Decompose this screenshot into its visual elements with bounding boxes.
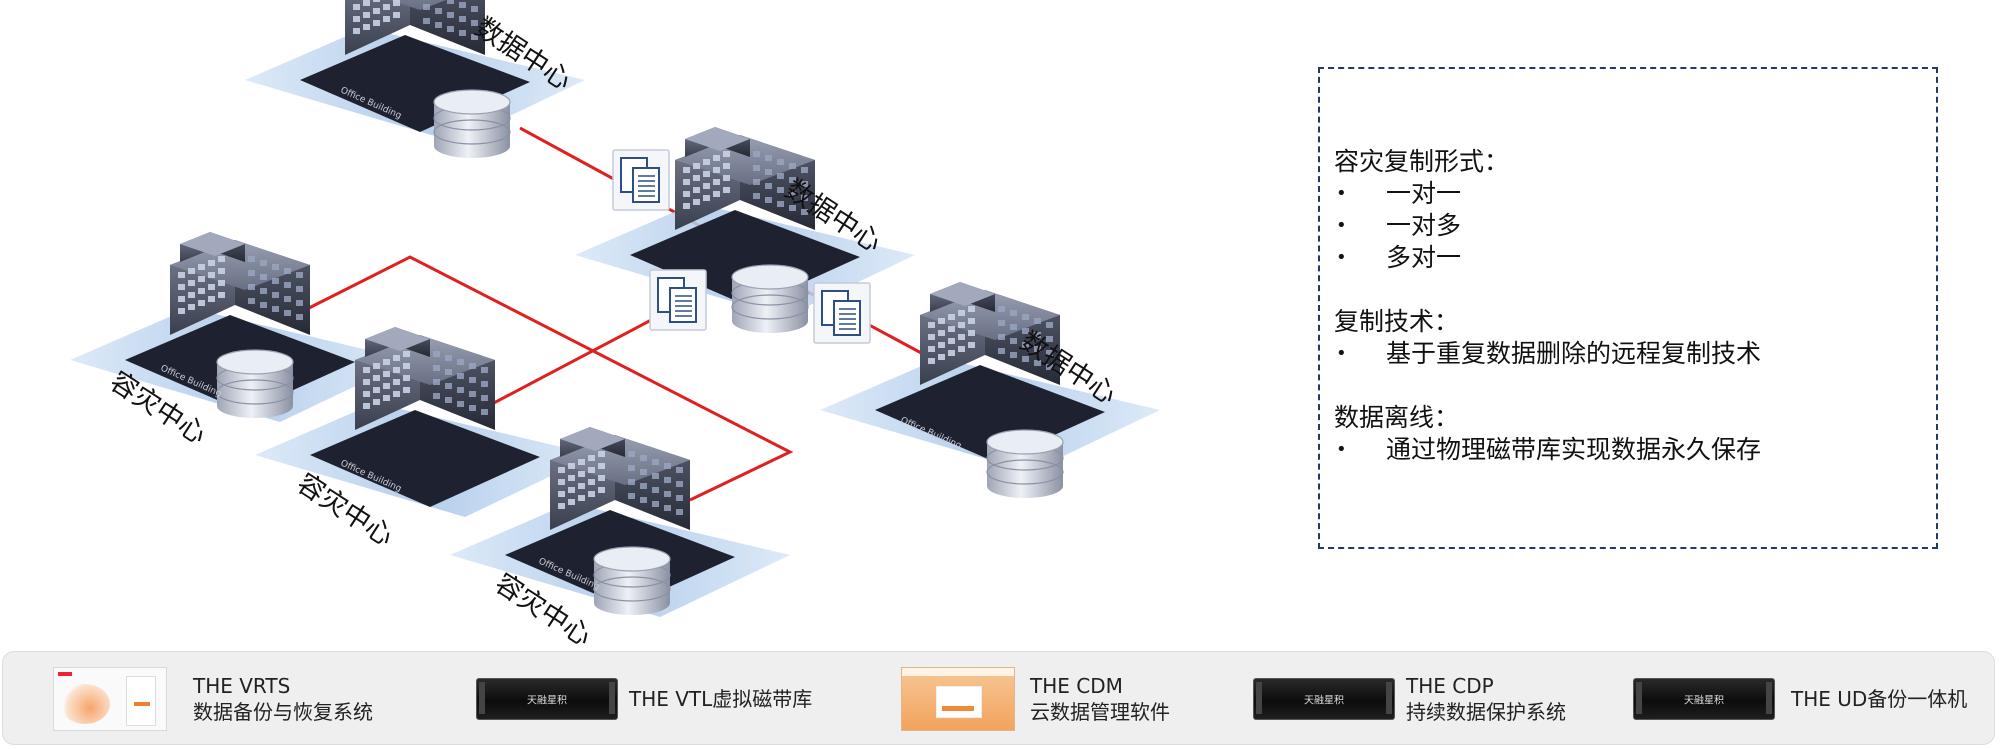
bullet: •: [1336, 183, 1347, 204]
software-screenshot-icon: [901, 667, 1015, 731]
rack-logo: 天融星积: [1304, 695, 1344, 707]
product-cdm[interactable]: THE CDM 云数据管理软件: [901, 652, 1170, 746]
product-desc: 持续数据保护系统: [1406, 700, 1566, 724]
info-section-replication-tech: 复制技术： •基于重复数据删除的远程复制技术: [1334, 306, 1934, 370]
replicated-files-icon: [649, 269, 707, 331]
product-ud[interactable]: 天融星积 THE UD备份一体机: [1633, 652, 1967, 746]
info-item: •通过物理磁带库实现数据永久保存: [1336, 435, 1762, 464]
replicated-files-icon: [612, 149, 670, 211]
rack-server-icon: 天融星积: [476, 678, 618, 720]
product-vrts[interactable]: THE VRTS 数据备份与恢复系统: [53, 652, 373, 746]
replication-diagram: Office Building Office Building Office B…: [70, 0, 1160, 617]
product-bar: THE VRTS 数据备份与恢复系统 天融星积 THE VTL虚拟磁带库 THE…: [2, 651, 1995, 745]
bullet: •: [1336, 215, 1347, 236]
info-item: •一对多: [1336, 211, 1462, 240]
replicated-files-icon: [813, 282, 871, 344]
storage-disk-icon: [593, 546, 671, 616]
info-item: •基于重复数据删除的远程复制技术: [1336, 339, 1762, 368]
bullet: •: [1336, 343, 1347, 364]
info-content: 容灾复制形式： •一对一 •一对多 •多对一 复制技术： •基于重复数据删除的远…: [1334, 146, 1934, 498]
product-name: THE VRTS: [193, 674, 291, 698]
storage-disk-icon: [986, 429, 1064, 499]
rack-server-icon: 天融星积: [1253, 678, 1395, 720]
product-desc: 云数据管理软件: [1030, 700, 1170, 724]
info-item: •一对一: [1336, 179, 1462, 208]
product-name: THE VTL虚拟磁带库: [629, 687, 813, 711]
info-heading: 复制技术：: [1334, 307, 1460, 336]
product-name: THE CDM: [1030, 674, 1123, 698]
info-item: •多对一: [1336, 243, 1462, 272]
info-section-replication-modes: 容灾复制形式： •一对一 •一对多 •多对一: [1334, 146, 1934, 274]
rack-logo: 天融星积: [527, 695, 567, 707]
product-cdp[interactable]: 天融星积 THE CDP 持续数据保护系统: [1253, 652, 1566, 746]
info-heading: 容灾复制形式：: [1334, 147, 1510, 176]
link-dr1-dr3: [304, 255, 794, 502]
storage-disk-icon: [216, 349, 294, 419]
product-vtl[interactable]: 天融星积 THE VTL虚拟磁带库: [476, 652, 812, 746]
info-heading: 数据离线：: [1334, 403, 1460, 432]
product-desc: 数据备份与恢复系统: [193, 700, 373, 724]
bullet: •: [1336, 247, 1347, 268]
info-section-offline: 数据离线： •通过物理磁带库实现数据永久保存: [1334, 402, 1934, 466]
rack-logo: 天融星积: [1684, 695, 1724, 707]
storage-disk-icon: [731, 264, 809, 334]
software-screenshot-icon: [53, 667, 167, 731]
product-name: THE CDP: [1406, 674, 1494, 698]
product-name: THE UD备份一体机: [1791, 687, 1968, 711]
bullet: •: [1336, 439, 1347, 460]
storage-disk-icon: [433, 89, 511, 159]
link-dc2-dr2: [489, 316, 656, 407]
info-panel: [1318, 67, 1938, 549]
rack-server-icon: 天融星积: [1633, 678, 1775, 720]
